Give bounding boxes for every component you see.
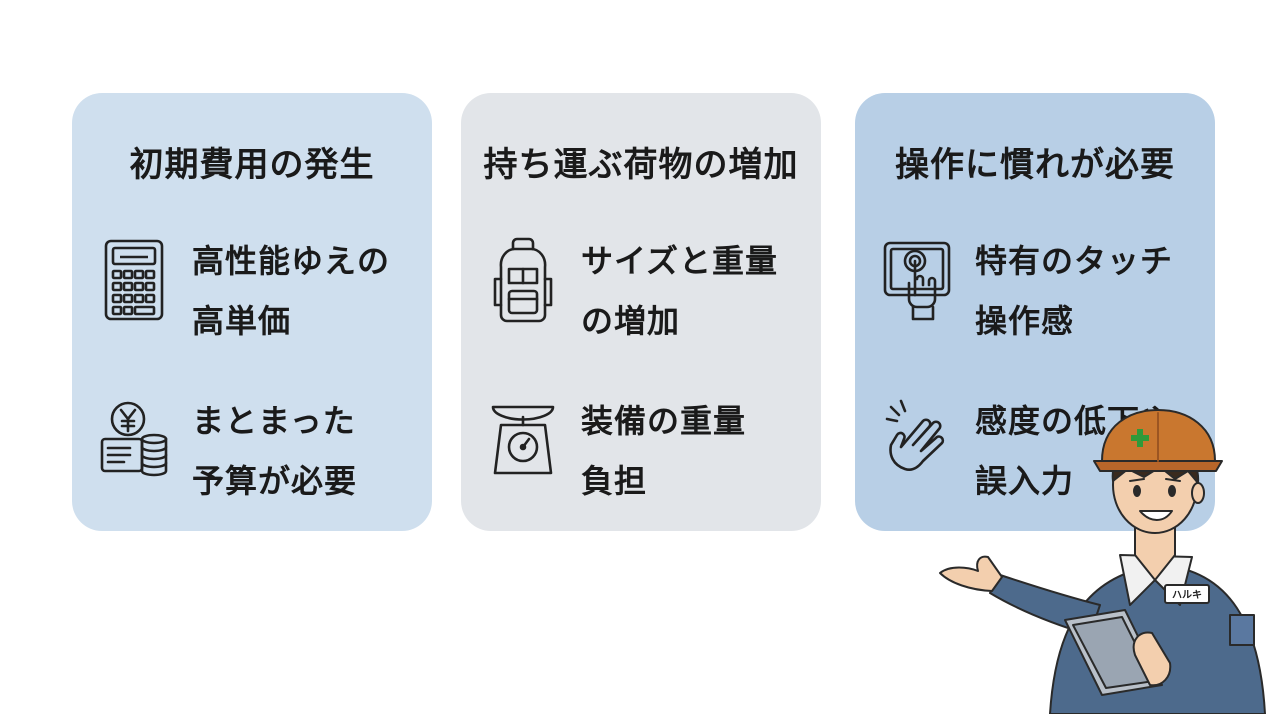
card-luggage-increase: 持ち運ぶ荷物の増加 サイズと重量 の増加	[461, 93, 821, 531]
backpack-icon	[489, 235, 557, 325]
swipe-hand-icon	[883, 395, 951, 485]
card-initial-cost: 初期費用の発生	[72, 93, 432, 531]
item-text: まとまった 予算が必要	[192, 402, 358, 500]
yen-coins-icon	[100, 395, 168, 485]
list-item: 装備の重量 負担	[489, 391, 809, 500]
item-text: サイズと重量 の増加	[581, 242, 779, 340]
card-title: 持ち運ぶ荷物の増加	[483, 145, 799, 185]
card-title: 操作に慣れが必要	[895, 145, 1175, 185]
list-item: サイズと重量 の増加	[489, 231, 809, 340]
worker-badge: ハルキ	[1172, 589, 1202, 601]
card-title: 初期費用の発生	[129, 145, 375, 185]
worker-character: ハルキ	[930, 405, 1270, 714]
list-item: 特有のタッチ 操作感	[883, 231, 1203, 340]
list-item: まとまった 予算が必要	[100, 391, 420, 500]
calculator-icon	[100, 235, 168, 325]
item-text: 装備の重量 負担	[581, 402, 747, 500]
list-item: 高性能ゆえの 高単価	[100, 231, 420, 340]
tablet-touch-icon	[883, 235, 951, 325]
item-text: 高性能ゆえの 高単価	[192, 242, 391, 340]
item-text: 特有のタッチ 操作感	[975, 242, 1174, 340]
scale-icon	[489, 395, 557, 485]
